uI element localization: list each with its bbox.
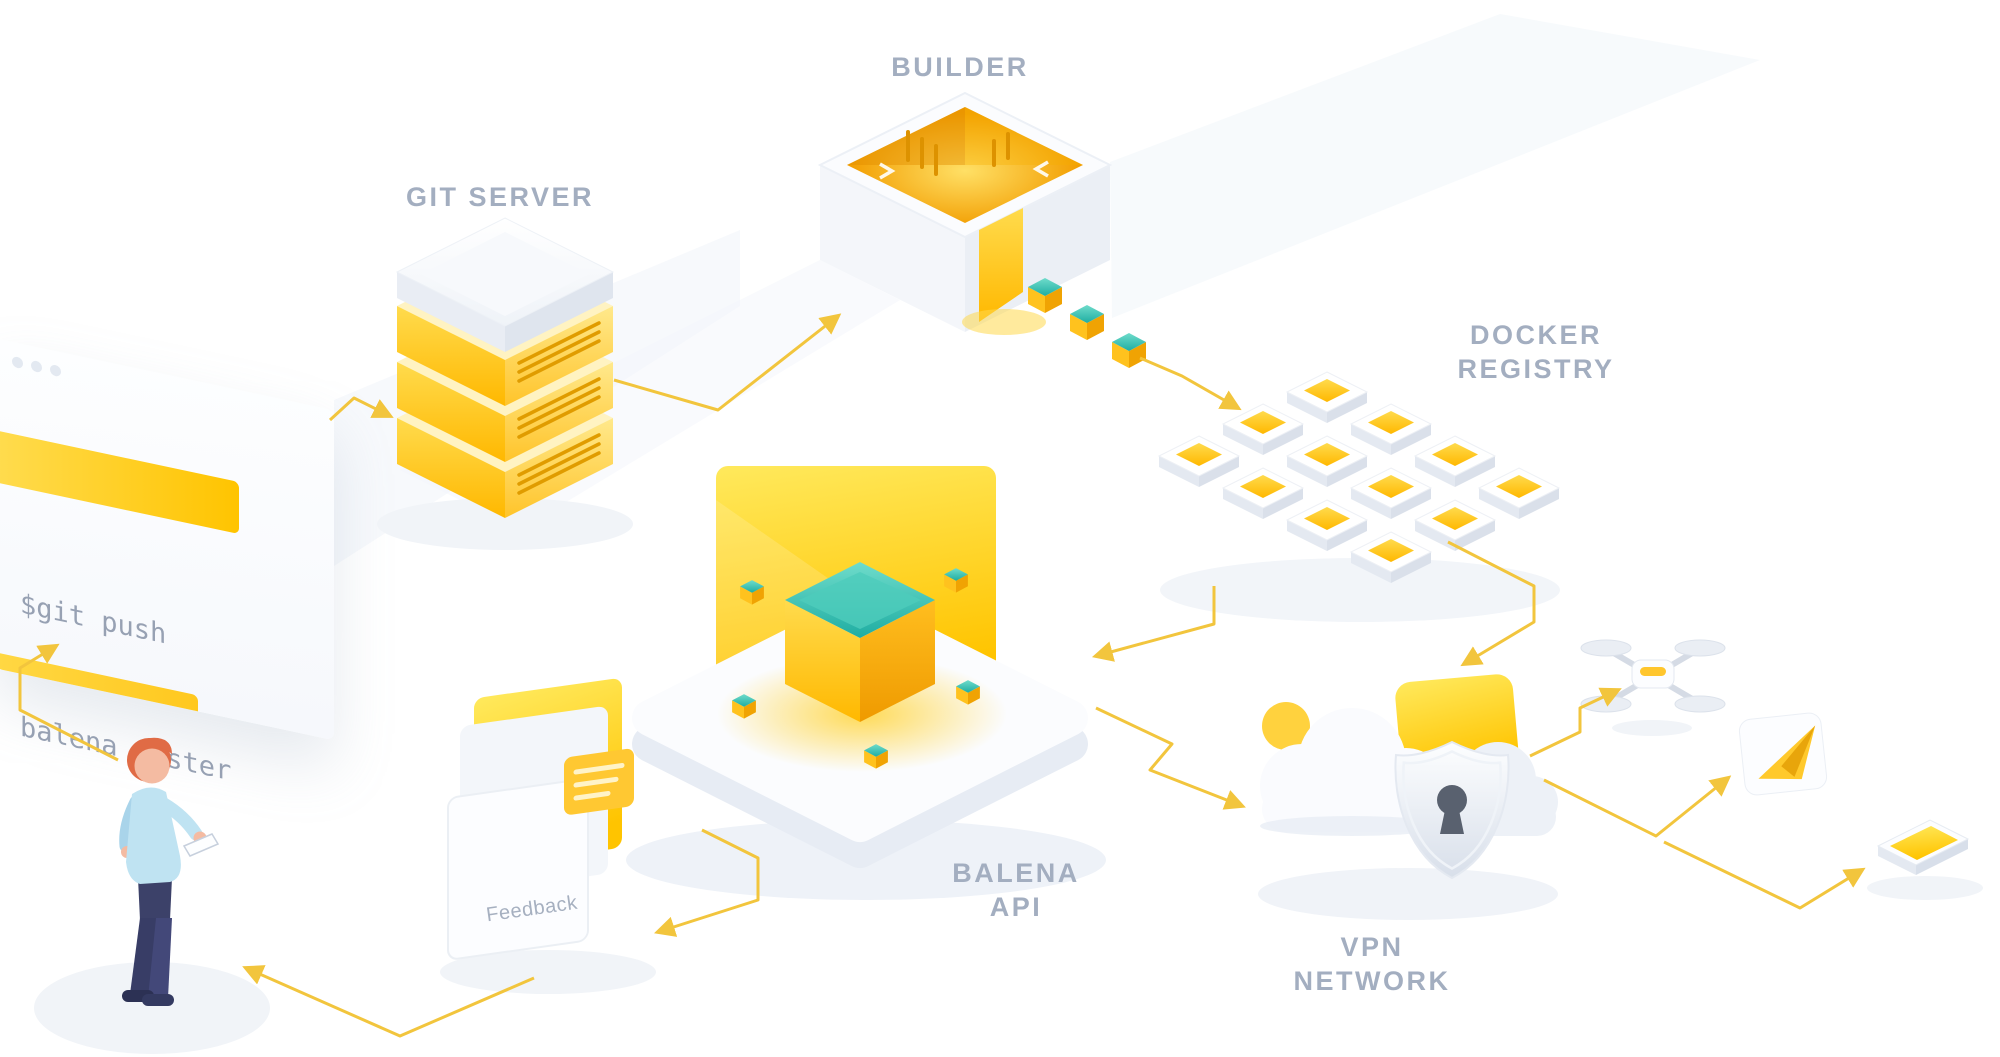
builder-chevrons: [879, 160, 1049, 180]
label-docker-registry-line2: REGISTRY: [1457, 354, 1615, 384]
arrow-registry-to-vpn: [1447, 540, 1536, 667]
label-builder: BUILDER: [891, 52, 1029, 82]
flow-arrows: [18, 313, 1866, 1038]
label-docker-registry: DOCKER REGISTRY: [1396, 318, 1676, 386]
label-balena-api-line2: API: [989, 892, 1043, 922]
arrow-api-to-vpn: [1095, 706, 1246, 810]
label-docker-registry-line1: DOCKER: [1469, 320, 1602, 350]
arrow-vpn-to-phone: [1663, 840, 1866, 910]
container-cube-icon: [1070, 305, 1104, 340]
container-cube-icon: [1112, 333, 1146, 368]
builder-icon: [817, 91, 1146, 368]
drone-icon: [1580, 639, 1726, 736]
label-balena-api: BALENA API: [876, 856, 1156, 924]
vpn-cloud-shield-icon: [1258, 674, 1558, 920]
balena-api-icon: [626, 466, 1106, 900]
arrow-vpn-to-api: [1091, 586, 1216, 662]
message-send-icon: [1738, 712, 1828, 796]
smartphone-icon: [1867, 819, 1983, 900]
label-vpn-network-line1: VPN: [1340, 932, 1404, 962]
arrow-api-to-feedback: [653, 828, 760, 937]
developer-person: [34, 737, 270, 1054]
label-git-server: GIT SERVER: [405, 182, 595, 212]
keyhole-icon: [1437, 785, 1467, 815]
label-vpn-network-line2: NETWORK: [1293, 966, 1451, 996]
docker-registry-icon: [1158, 371, 1560, 622]
beam-builder: [1110, 14, 1760, 318]
arrow-feedback-to-person: [242, 965, 535, 1038]
git-server-icon: [377, 217, 633, 550]
arrow-person-to-terminal: [18, 643, 119, 762]
label-vpn-network: VPN NETWORK: [1232, 930, 1512, 998]
arrow-terminal-to-gitserver: [328, 396, 394, 422]
security-shield-icon: [1394, 740, 1510, 880]
builder-output-door: [979, 208, 1023, 322]
arrow-vpn-to-message: [1543, 775, 1732, 838]
arrow-builder-to-registry: [1139, 356, 1242, 411]
feedback-folder-icon: [440, 678, 656, 994]
label-balena-api-line1: BALENA: [952, 858, 1080, 888]
arrow-vpn-to-drone: [1529, 687, 1622, 758]
builder-code-marks: [906, 130, 1010, 176]
tablet-icon: [182, 833, 220, 857]
arrow-gitserver-to-builder: [613, 313, 842, 412]
